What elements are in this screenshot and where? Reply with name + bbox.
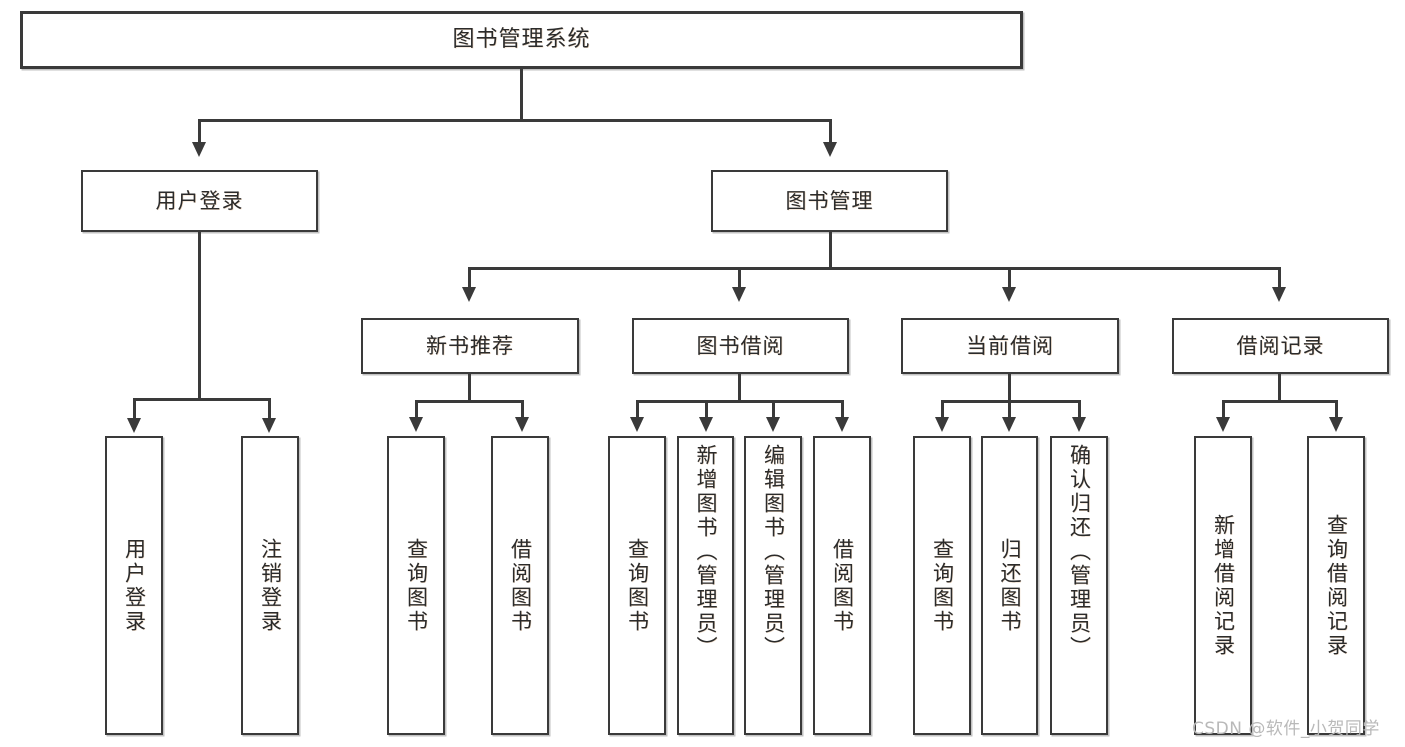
connector-nbr-drop-1 xyxy=(415,400,418,418)
node-leaf-user-login[interactable]: 用户登录 xyxy=(105,436,163,735)
node-leaf-add-record[interactable]: 新增借阅记录 xyxy=(1194,436,1252,735)
arrowhead-leaf-return-book xyxy=(1002,417,1016,432)
arrowhead-leaf-user-login xyxy=(127,418,141,433)
node-leaf-query-book-2[interactable]: 查询图书 xyxy=(608,436,666,735)
connector-br-stem xyxy=(1278,374,1281,402)
node-leaf-add-record-label: 新增借阅记录 xyxy=(1211,513,1236,658)
node-leaf-edit-book-label: 编辑图书（管理员） xyxy=(761,444,786,660)
connector-root-stem xyxy=(520,69,523,120)
node-leaf-borrow-book-1-label: 借阅图书 xyxy=(508,537,533,634)
node-leaf-query-book-3-label: 查询图书 xyxy=(930,537,955,634)
node-new-book-recommend-label: 新书推荐 xyxy=(426,333,514,358)
node-leaf-edit-book[interactable]: 编辑图书（管理员） xyxy=(744,436,802,735)
connector-user-login-stem xyxy=(198,232,201,400)
arrowhead-leaf-borrow-book-1 xyxy=(515,417,529,432)
connector-root-to-user-login xyxy=(198,119,201,144)
connector-book-manage-stem xyxy=(829,232,832,269)
node-leaf-query-book-1-label: 查询图书 xyxy=(404,537,429,634)
node-leaf-query-book-3[interactable]: 查询图书 xyxy=(913,436,971,735)
connector-nbr-drop-2 xyxy=(521,400,524,418)
connector-nbr-bus xyxy=(415,400,523,403)
connector-bm-drop-4 xyxy=(1278,267,1281,289)
node-root[interactable]: 图书管理系统 xyxy=(20,11,1023,69)
arrowhead-leaf-user-logout xyxy=(262,418,276,433)
arrowhead-leaf-query-record xyxy=(1329,417,1343,432)
arrowhead-new-book-recommend xyxy=(462,287,476,302)
node-leaf-query-book-1[interactable]: 查询图书 xyxy=(387,436,445,735)
connector-bm-drop-3 xyxy=(1008,267,1011,289)
arrowhead-leaf-query-book-1 xyxy=(409,417,423,432)
connector-root-to-book-manage xyxy=(829,119,832,144)
node-leaf-borrow-book-2-label: 借阅图书 xyxy=(830,537,855,634)
node-leaf-query-book-2-label: 查询图书 xyxy=(625,537,650,634)
arrowhead-leaf-add-book xyxy=(699,417,713,432)
connector-cb-stem xyxy=(1008,374,1011,402)
connector-user-login-drop-2 xyxy=(268,398,271,420)
connector-br-bus xyxy=(1222,400,1337,403)
connector-br-drop-1 xyxy=(1222,400,1225,418)
connector-bb-stem xyxy=(738,374,741,402)
node-leaf-confirm-return-label: 确认归还（管理员） xyxy=(1067,444,1092,660)
connector-cb-drop-3 xyxy=(1078,400,1081,418)
arrowhead-leaf-edit-book xyxy=(766,417,780,432)
connector-nbr-stem xyxy=(468,374,471,402)
connector-bb-drop-3 xyxy=(772,400,775,418)
arrowhead-current-borrow xyxy=(1002,287,1016,302)
node-leaf-user-logout[interactable]: 注销登录 xyxy=(241,436,299,735)
arrowhead-book-borrow xyxy=(732,287,746,302)
node-borrow-record[interactable]: 借阅记录 xyxy=(1172,318,1389,374)
connector-br-drop-2 xyxy=(1335,400,1338,418)
connector-cb-bus xyxy=(941,400,1080,403)
node-leaf-borrow-book-1[interactable]: 借阅图书 xyxy=(491,436,549,735)
node-user-login[interactable]: 用户登录 xyxy=(81,170,318,232)
connector-bm-drop-1 xyxy=(468,267,471,289)
node-current-borrow[interactable]: 当前借阅 xyxy=(901,318,1119,374)
arrowhead-leaf-confirm-return xyxy=(1072,417,1086,432)
node-book-manage[interactable]: 图书管理 xyxy=(711,170,948,232)
node-borrow-record-label: 借阅记录 xyxy=(1236,333,1325,358)
arrowhead-leaf-query-book-2 xyxy=(630,417,644,432)
connector-root-bus xyxy=(198,119,832,122)
connector-cb-drop-1 xyxy=(941,400,944,418)
node-leaf-add-book-label: 新增图书（管理员） xyxy=(693,444,718,660)
node-leaf-add-book[interactable]: 新增图书（管理员） xyxy=(677,436,734,735)
arrowhead-user-login xyxy=(192,142,206,157)
node-leaf-return-book[interactable]: 归还图书 xyxy=(981,436,1038,735)
node-user-login-label: 用户登录 xyxy=(155,188,244,213)
node-new-book-recommend[interactable]: 新书推荐 xyxy=(361,318,579,374)
arrowhead-leaf-query-book-3 xyxy=(935,417,949,432)
arrowhead-book-manage xyxy=(823,142,837,157)
connector-bb-bus xyxy=(636,400,843,403)
node-leaf-user-login-label: 用户登录 xyxy=(122,537,147,634)
connector-bb-drop-2 xyxy=(705,400,708,418)
node-book-manage-label: 图书管理 xyxy=(785,188,874,213)
node-book-borrow-label: 图书借阅 xyxy=(696,333,785,358)
arrowhead-borrow-record xyxy=(1272,287,1286,302)
connector-bb-drop-1 xyxy=(636,400,639,418)
node-leaf-query-record-label: 查询借阅记录 xyxy=(1324,513,1349,658)
node-leaf-query-record[interactable]: 查询借阅记录 xyxy=(1307,436,1365,735)
node-leaf-borrow-book-2[interactable]: 借阅图书 xyxy=(813,436,871,735)
node-leaf-user-logout-label: 注销登录 xyxy=(258,537,283,634)
connector-bm-drop-2 xyxy=(738,267,741,289)
node-leaf-return-book-label: 归还图书 xyxy=(997,537,1022,634)
node-book-borrow[interactable]: 图书借阅 xyxy=(632,318,849,374)
connector-cb-drop-2 xyxy=(1008,400,1011,418)
node-root-label: 图书管理系统 xyxy=(452,27,591,53)
arrowhead-leaf-borrow-book-2 xyxy=(835,417,849,432)
node-current-borrow-label: 当前借阅 xyxy=(966,333,1054,358)
connector-book-manage-bus xyxy=(468,267,1280,270)
connector-user-login-drop-1 xyxy=(133,398,136,420)
connector-bb-drop-4 xyxy=(841,400,844,418)
node-leaf-confirm-return[interactable]: 确认归还（管理员） xyxy=(1050,436,1108,735)
arrowhead-leaf-add-record xyxy=(1216,417,1230,432)
connector-user-login-bus xyxy=(133,398,270,401)
